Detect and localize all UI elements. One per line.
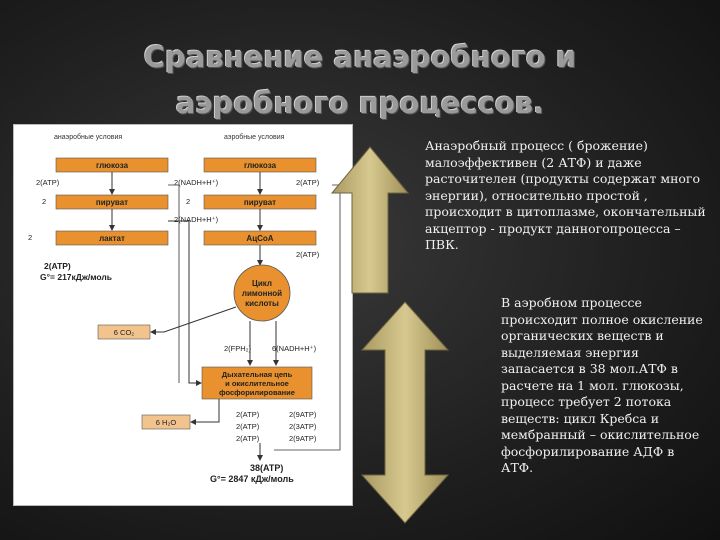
a-pyruvate-label: пируват bbox=[96, 198, 128, 207]
citric-cycle-circle bbox=[233, 264, 291, 322]
r-2atp-b: 2(ATP) bbox=[236, 422, 260, 431]
b-glucose-label: глюкоза bbox=[244, 161, 277, 170]
m-nadh-label-1: 2(NADH+H⁺) bbox=[174, 178, 219, 187]
m-nadh-label-2: 2(NADH+H⁺) bbox=[174, 215, 219, 224]
cycle-label-2: лимонной bbox=[242, 289, 282, 298]
cycle-label-3: кислоты bbox=[245, 299, 279, 308]
slide-title: Сравнение анаэробного и аэробного процес… bbox=[0, 34, 720, 126]
m-2atp-label-1: 2(ATP) bbox=[296, 178, 320, 187]
resp-label-3: фосфорилирование bbox=[219, 388, 295, 397]
cycle-label-1: Цикл bbox=[252, 279, 272, 288]
b-total-atp: 38(ATP) bbox=[250, 463, 283, 473]
double-arrow-icon bbox=[360, 301, 450, 524]
a-total-energy: G°= 217кДж/моль bbox=[40, 272, 112, 282]
r-2atp-e: 2(3ATP) bbox=[289, 422, 317, 431]
a-lactate-label: лактат bbox=[99, 234, 125, 243]
m-2atp-label-2: 2(ATP) bbox=[296, 250, 320, 259]
aerobic-header: аэробные условия bbox=[224, 133, 285, 141]
m-nadh-label-3: 6(NADH+H⁺) bbox=[272, 344, 317, 353]
m-fadh-label: 2(FPH₂) bbox=[224, 344, 252, 353]
a-glucose-label: глюкоза bbox=[96, 161, 129, 170]
r-2atp-d: 2(9ATP) bbox=[289, 410, 317, 419]
b-pyruvate-label: пируват bbox=[244, 198, 276, 207]
b-total-energy: G°= 2847 кДж/моль bbox=[210, 474, 294, 484]
a-2-label-1: 2 bbox=[42, 197, 46, 206]
aerobic-description: В аэробном процессе происходит полное ок… bbox=[501, 295, 703, 475]
a-2atp-label: 2(ATP) bbox=[36, 178, 60, 187]
metabolism-diagram: анаэробные условия аэробные условия глюк… bbox=[13, 124, 353, 506]
anaerobic-header: анаэробные условия bbox=[54, 133, 122, 141]
title-line-2: аэробного процессов. bbox=[175, 86, 545, 120]
r-2atp-c: 2(ATP) bbox=[236, 434, 260, 443]
r-2atp-f: 2(9ATP) bbox=[289, 434, 317, 443]
resp-chain-box bbox=[201, 366, 313, 400]
up-arrow-icon bbox=[330, 146, 410, 294]
anaerobic-description: Анаэробный процесс ( брожение) малоэффек… bbox=[425, 138, 706, 252]
a-total-atp: 2(ATP) bbox=[44, 261, 71, 271]
b-acetylcoa-label: АцСоА bbox=[246, 234, 273, 243]
m-2-label: 2 bbox=[186, 197, 190, 206]
a-2-label-2: 2 bbox=[28, 233, 32, 242]
h2o-label: 6 H₂O bbox=[156, 418, 177, 427]
co2-label: 6 CO₂ bbox=[114, 328, 135, 337]
r-2atp-a: 2(ATP) bbox=[236, 410, 260, 419]
resp-label-2: и окислительное bbox=[225, 379, 289, 388]
resp-label-1: Дыхательная цепь bbox=[222, 370, 293, 379]
title-line-1: Сравнение анаэробного и bbox=[143, 40, 577, 74]
a-lactate-box bbox=[55, 230, 169, 246]
